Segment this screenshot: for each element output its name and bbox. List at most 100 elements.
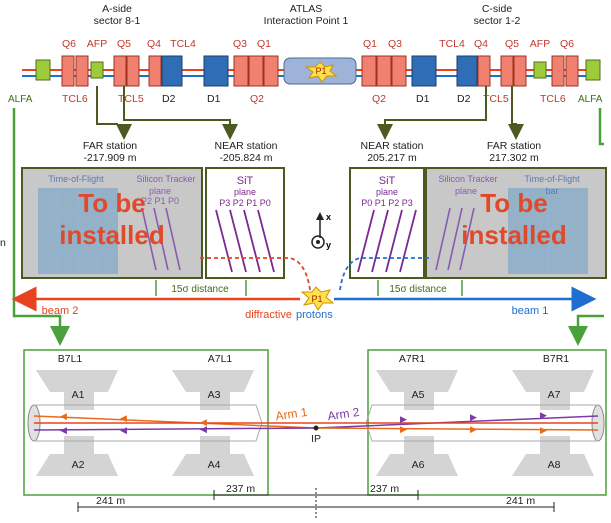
label-q3-left: Q3 [233,38,247,50]
far-c-plane-label: plane [455,186,477,196]
label-b7r1: B7R1 [543,353,569,365]
q2-right-a [376,55,392,87]
p1-star-top [304,61,338,83]
near-c-pos: 205.217 m [367,152,417,164]
arm-arrows: ◀◀◀ ◀◀◀ ▶▶▶ ▶▶▶ [60,410,547,435]
far-station-a: Time-of-Flight Silicon Tracker plane P2 … [21,167,203,279]
label-d1-right: D1 [416,93,430,105]
pot-a8 [512,436,594,476]
svg-text:▶: ▶ [470,412,477,422]
label-afp-right: AFP [530,38,550,50]
far-c-pos: 217.302 m [489,152,539,164]
far-c-grid-lines [508,188,588,274]
arm2-right-track [315,415,599,429]
far-c-tof-label: Time-of-Flight [524,174,580,184]
svg-text:◀: ◀ [120,425,127,435]
d2-left [161,55,183,87]
label-d2-left: D2 [162,93,176,105]
arm2-left-track [33,427,317,431]
q3-right [391,55,407,87]
alfa-guide-right-top [598,108,604,146]
near-a-sit: SiT [237,175,254,187]
q6-right [551,55,565,87]
arm1-label: Arm 1 [275,405,309,423]
left-magnets [35,55,279,87]
distance-rulers [77,488,555,518]
connector-near-a [123,86,238,140]
svg-text:▶: ▶ [540,425,547,435]
pot-a3 [172,370,254,410]
near-station-c: SiT plane P0 P1 P2 P3 [349,167,425,279]
label-a7: A7 [548,389,561,401]
q4-right [477,55,491,87]
p1-main-label: P1 [311,294,322,304]
alfa-left-box [35,59,51,81]
q4-left-a [148,55,162,87]
cside-sector: sector 1-2 [474,15,521,27]
pot-a5 [376,370,458,410]
distance-left-label: 15σ distance [171,284,229,295]
label-q2-right: Q2 [372,93,386,105]
near-a-name: NEAR station [214,140,277,152]
atlas-title: ATLAS [290,3,322,15]
near-a-plane-lines [215,209,275,273]
label-a4: A4 [208,459,221,471]
far-a-plane-label: plane [149,186,171,196]
label-afp-left: AFP [87,38,107,50]
connector-far-a [96,86,118,125]
label-tcl5-left: TCL5 [118,93,144,105]
distance-left: 15σ distance [155,280,247,296]
label-q6-left: Q6 [62,38,76,50]
afp-right-box [533,61,547,79]
svg-text:◀: ◀ [120,413,127,423]
d1-left [203,55,229,87]
beam-1-label: beam 1 [512,305,549,317]
q5-right-b [513,55,527,87]
distance-right-label: 15σ distance [389,284,447,295]
alfa-right-box [585,59,601,81]
q1-left [263,55,279,87]
label-q5-right: Q5 [505,38,519,50]
near-station-a: SiT plane P3 P2 P1 P0 [205,167,285,279]
p1-star-main [300,286,335,311]
cside-title: C-side [482,3,513,15]
label-q4-right: Q4 [474,38,488,50]
label-tcl4-left: TCL4 [170,38,196,50]
ip-dot [313,425,319,431]
far-a-name: FAR station [83,140,137,152]
d2-right [456,55,478,87]
svg-text:◀: ◀ [60,425,67,435]
d1-right [411,55,437,87]
near-c-plane-lines [357,209,417,273]
q6-left [75,55,89,87]
label-a8: A8 [548,459,561,471]
label-a5: A5 [412,389,425,401]
near-a-plane-label: plane [234,187,256,197]
label-tcl5-right: TCL5 [483,93,509,105]
label-tcl6-left: TCL6 [62,93,88,105]
label-b7l1: B7L1 [58,353,83,365]
label-tcl4-right: TCL4 [439,38,465,50]
near-c-name: NEAR station [360,140,423,152]
connector-far-c [508,86,524,140]
axis-y-label: y [326,240,331,250]
near-c-planes: P0 P1 P2 P3 [361,198,413,208]
far-a-tobe: To be [78,188,145,218]
pot-a6 [376,436,458,476]
svg-text:◀: ◀ [60,411,67,421]
far-a-pos: -217.909 m [83,152,136,164]
arm-tracks [33,415,599,431]
far-a-plane-lines [141,207,181,271]
pot-a4 [172,436,254,476]
label-237-right: 237 m [370,483,399,495]
diffractive-label: diffractive [245,309,292,321]
svg-text:◀: ◀ [200,424,207,434]
side-letter: n [0,237,6,249]
label-tcl6-right: TCL6 [540,93,566,105]
q3-left [233,55,249,87]
far-a-tof-label: Time-of-Flight [48,174,104,184]
arm1-right-track [315,427,599,431]
beam-2-label: beam 2 [42,305,79,317]
far-c-name: FAR station [487,140,541,152]
